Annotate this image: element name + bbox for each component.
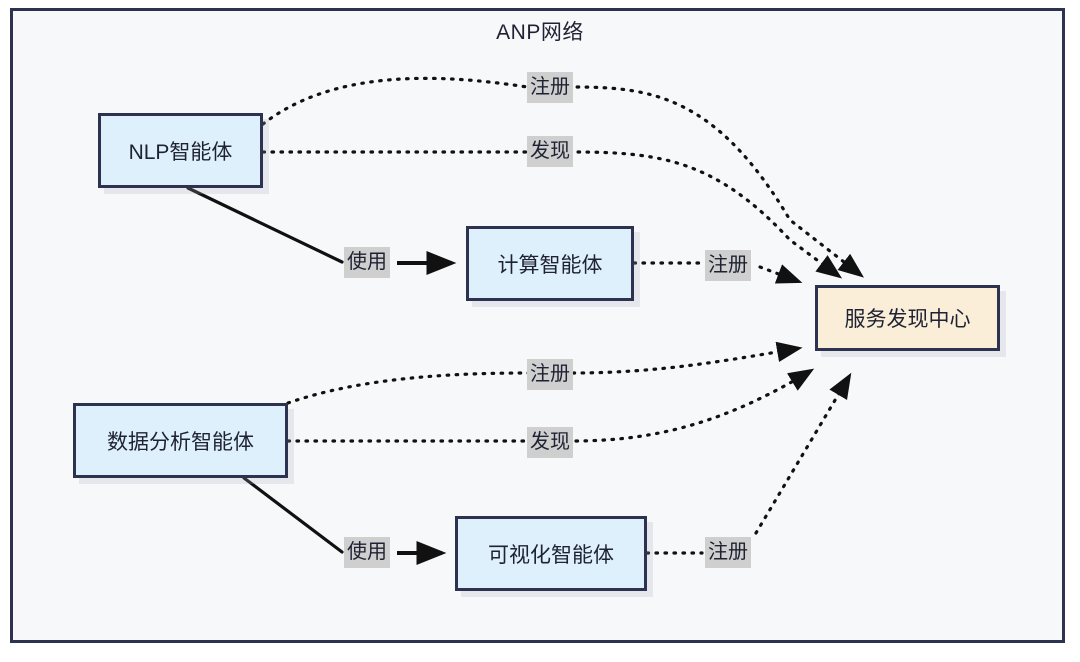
edge-label-text: 注册 (708, 541, 748, 563)
edge-label-text: 发现 (530, 431, 570, 453)
node-label: 可视化智能体 (488, 543, 614, 567)
edge-label-text: 使用 (347, 251, 387, 273)
edge-label-register-viz: 注册 (705, 537, 751, 568)
edge-label-text: 注册 (530, 363, 570, 385)
node-visualization-agent[interactable]: 可视化智能体 (455, 516, 647, 591)
edge-label-text: 注册 (708, 254, 748, 276)
edge-label-discover-nlp: 发现 (527, 136, 573, 167)
diagram-title: ANP网络 (496, 21, 584, 44)
edge-label-text: 使用 (347, 541, 387, 563)
node-service-discovery-center[interactable]: 服务发现中心 (815, 285, 1000, 351)
edge-label-text: 注册 (530, 76, 570, 98)
edge-label-use-nlp-compute: 使用 (344, 247, 390, 278)
node-label: 服务发现中心 (844, 308, 971, 331)
node-label: NLP智能体 (128, 140, 233, 164)
node-label: 数据分析智能体 (107, 430, 254, 454)
node-label: 计算智能体 (497, 253, 603, 277)
edge-label-register-compute: 注册 (705, 250, 751, 281)
node-compute-agent[interactable]: 计算智能体 (466, 226, 634, 301)
edge-label-register-nlp: 注册 (527, 72, 573, 103)
edge-label-register-data: 注册 (527, 359, 573, 390)
edge-label-text: 发现 (530, 140, 570, 162)
node-nlp-agent[interactable]: NLP智能体 (98, 113, 263, 188)
edge-label-use-data-viz: 使用 (344, 537, 390, 568)
node-data-analysis-agent[interactable]: 数据分析智能体 (73, 403, 288, 478)
edge-label-discover-data: 发现 (527, 427, 573, 458)
